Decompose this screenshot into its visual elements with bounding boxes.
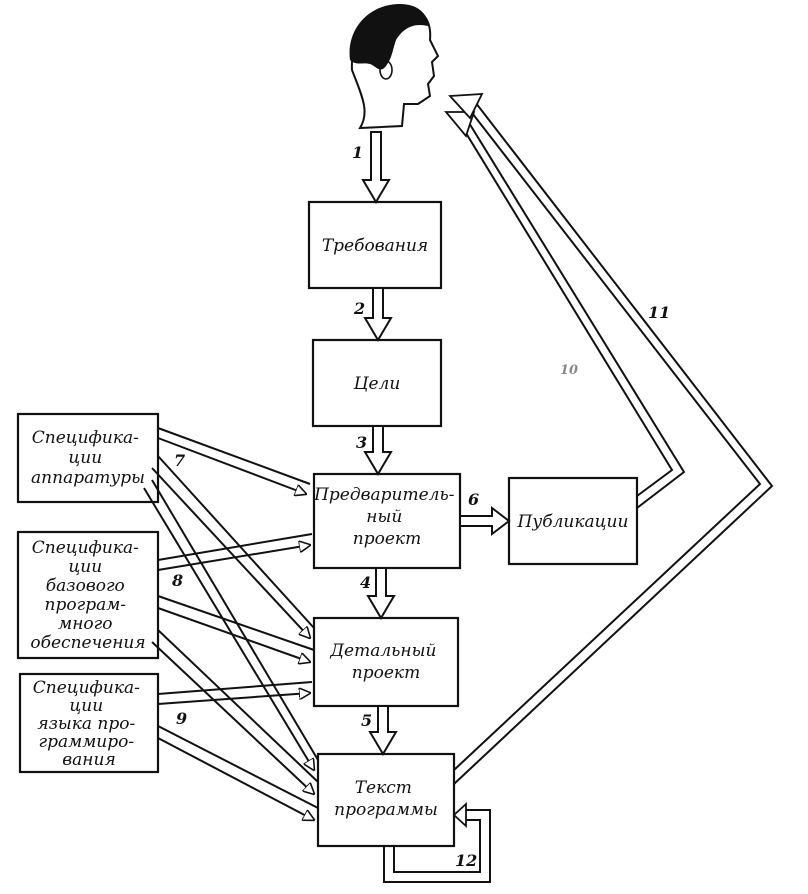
prelim-label: Предваритель- ный проект <box>313 485 460 549</box>
arrow-number-3: 3 <box>356 433 367 452</box>
lang-spec-box <box>18 672 160 774</box>
arrow-number-4: 4 <box>360 573 371 592</box>
arrow-3 <box>363 425 393 476</box>
arrow-number-6: 6 <box>468 490 479 509</box>
goals-label: Цели <box>353 374 401 394</box>
arrow-number-1: 1 <box>352 143 363 162</box>
arrow-number-2: 2 <box>353 299 365 318</box>
arrow-1 <box>361 131 391 204</box>
arrow-number-12: 12 <box>455 851 477 870</box>
lang-spec-label: Специфика- ции языка про- граммиро- вани… <box>33 678 146 770</box>
publications-label: Публикации <box>517 512 629 532</box>
arrow-6 <box>459 505 511 537</box>
detailed-box <box>312 616 460 708</box>
spec-arrows <box>143 427 319 820</box>
arrow-number-8: 8 <box>171 571 183 590</box>
arrow-11 <box>448 93 774 785</box>
person-head-icon <box>349 4 440 130</box>
arrow-2 <box>363 287 393 342</box>
requirements-label: Требования <box>322 236 428 256</box>
goals-box <box>311 338 443 428</box>
arrow-5 <box>368 705 398 756</box>
arrow-number-7: 7 <box>174 451 185 470</box>
arrow-4 <box>366 567 396 620</box>
arrow-number-9: 9 <box>176 709 187 728</box>
detailed-label: Детальный проект <box>329 641 442 683</box>
arrow-number-11: 11 <box>648 303 670 322</box>
arrow-number-10: 10 <box>560 363 578 378</box>
sw-spec-box <box>16 530 160 660</box>
program-text-label: Текст программы <box>334 778 438 820</box>
arrow-number-5: 5 <box>361 711 372 730</box>
hw-spec-box <box>16 412 160 504</box>
hw-spec-label: Специфика- ции аппаратуры <box>31 428 145 488</box>
arrow-12 <box>383 801 491 883</box>
arrow-10 <box>444 111 686 509</box>
sw-spec-label: Специфика- ции базового програм- много о… <box>30 538 145 653</box>
program-text-box <box>316 752 456 848</box>
